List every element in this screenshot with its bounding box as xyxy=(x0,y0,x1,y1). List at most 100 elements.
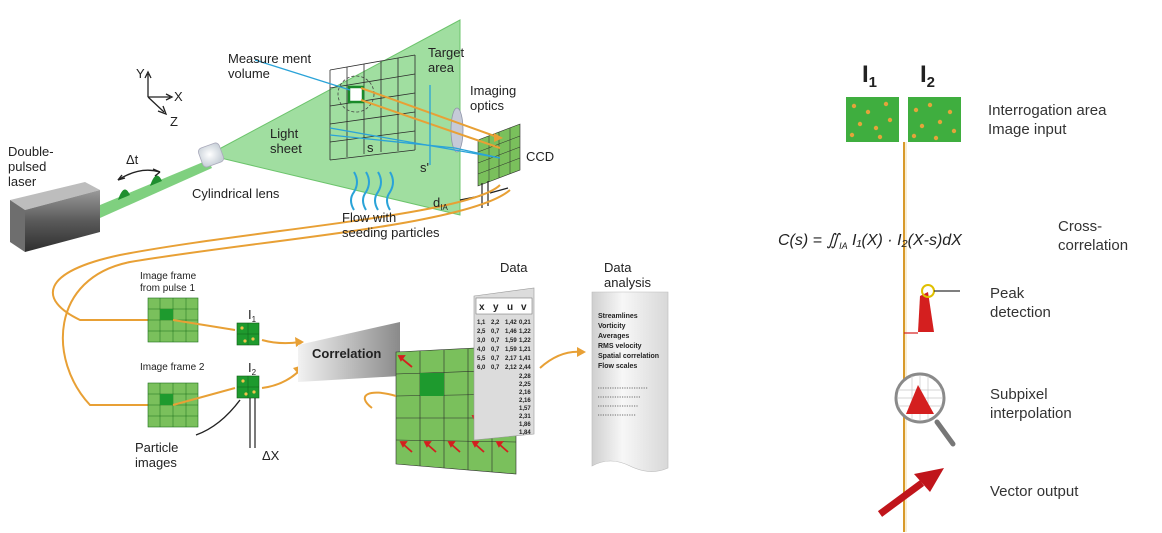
subpixel-magnifier-icon xyxy=(894,372,956,447)
table-cell: 1,46 xyxy=(505,329,517,335)
table-cell: 2,5 xyxy=(477,329,486,335)
pulse-1 xyxy=(118,189,130,200)
i2-label: I2 xyxy=(248,360,257,377)
blue-lines xyxy=(254,59,501,165)
table-cell: 1,1 xyxy=(477,320,486,326)
laser-label-3: laser xyxy=(8,174,37,189)
frame2-label: Image frame 2 xyxy=(140,362,205,373)
particle-images-label-1: Particle xyxy=(135,440,178,455)
peak-detection-icon xyxy=(904,284,960,334)
table-cell-extra: 2,16 xyxy=(519,398,531,404)
s-label: s xyxy=(367,140,374,155)
pulse-2 xyxy=(150,175,162,186)
table-cell: 0,21 xyxy=(519,320,531,326)
interrogation-label-2: Image input xyxy=(988,121,1067,138)
table-header-u: u xyxy=(507,302,513,313)
data-analysis-label-1: Data xyxy=(604,260,632,275)
arrowhead-c1 xyxy=(295,337,304,347)
target-area-label-2: area xyxy=(428,60,455,75)
analysis-dots xyxy=(598,387,648,416)
table-cell-extra: 1,84 xyxy=(519,430,531,436)
axis-y-label: Y xyxy=(136,66,145,81)
correlation-band xyxy=(298,322,400,382)
table-cell-extra: 2,28 xyxy=(519,374,531,380)
table-cell: 2,2 xyxy=(491,320,500,326)
arrowhead-analysis xyxy=(577,347,586,357)
right-i1-label: I1 xyxy=(862,61,877,91)
ccd-label: CCD xyxy=(526,149,554,164)
table-header-x: x xyxy=(479,302,485,313)
frame-to-i-lines xyxy=(172,319,236,406)
imaging-lens xyxy=(450,107,464,153)
table-cell: 1,41 xyxy=(519,356,531,362)
table-cell: 3,0 xyxy=(477,338,486,344)
table-cell-extra: 1,86 xyxy=(519,422,531,428)
axis-z-label: Z xyxy=(170,114,178,129)
delta-t-label: Δt xyxy=(126,152,139,167)
table-cell: 1,59 xyxy=(505,347,517,353)
table-cell: 4,0 xyxy=(477,347,486,353)
light-sheet-label-1: Light xyxy=(270,126,299,141)
measurement-volume-dashed xyxy=(337,75,375,113)
table-cell: 1,42 xyxy=(505,320,517,326)
vector-output-label: Vector output xyxy=(990,483,1079,500)
vector-output-arrow-icon xyxy=(877,468,944,517)
frame1-label-2: from pulse 1 xyxy=(140,283,195,294)
imaging-optics-label-1: Imaging xyxy=(470,83,516,98)
axes xyxy=(144,70,174,116)
table-cell: 1,22 xyxy=(519,329,531,335)
table-cell: 1,59 xyxy=(505,338,517,344)
table-cell: 0,7 xyxy=(491,347,500,353)
table-cell: 0,7 xyxy=(491,338,500,344)
cylindrical-lens-label: Cylindrical lens xyxy=(192,186,280,201)
laser xyxy=(10,182,100,252)
i-to-correlation xyxy=(261,339,301,389)
right-i2-label: I2 xyxy=(920,61,935,91)
interrogation-area-i1 xyxy=(846,97,899,142)
target-area-label-1: Target xyxy=(428,45,465,60)
laser-label-1: Double- xyxy=(8,144,54,159)
data-label: Data xyxy=(500,260,528,275)
peak-label-1: Peak xyxy=(990,285,1025,302)
flow-label-2: seeding particles xyxy=(342,225,440,240)
analysis-item: Streamlines xyxy=(598,313,638,320)
s-prime-label: s' xyxy=(420,160,429,175)
i1-label: I1 xyxy=(248,307,257,324)
flow-arrows xyxy=(350,171,394,211)
frame1-label-1: Image frame xyxy=(140,271,197,282)
cross-correlation-label-1: Cross- xyxy=(1058,218,1102,235)
particle-images-label-2: images xyxy=(135,455,177,470)
analysis-item: Flow scales xyxy=(598,363,637,370)
subpixel-label-2: interpolation xyxy=(990,405,1072,422)
cylindrical-lens xyxy=(197,142,225,168)
delta-x-label: ΔX xyxy=(262,448,280,463)
correlation-label: Correlation xyxy=(312,346,381,361)
table-cell: 0,7 xyxy=(491,356,500,362)
cross-correlation-label-2: correlation xyxy=(1058,237,1128,254)
table-cell-extra: 1,57 xyxy=(519,406,531,412)
ccd-feed-lines xyxy=(52,184,511,406)
analysis-item: Averages xyxy=(598,333,629,340)
flow-label-1: Flow with xyxy=(342,210,396,225)
table-cell: 5,5 xyxy=(477,356,486,362)
table-cell: 2,12 xyxy=(505,365,517,371)
table-cell: 0,7 xyxy=(491,365,500,371)
i2-square xyxy=(236,375,260,399)
imaging-optics-label-2: optics xyxy=(470,98,504,113)
table-cell: 2,17 xyxy=(505,356,517,362)
laser-label-2: pulsed xyxy=(8,159,46,174)
i1-square xyxy=(236,322,260,346)
cross-correlation-formula: C(s) = ∬IA I₁(X) · I₂(X-s)dX xyxy=(778,232,963,251)
analysis-item: Spatial correlation xyxy=(598,353,659,360)
interrogation-area-i2 xyxy=(908,97,961,142)
peak-label-2: detection xyxy=(990,304,1051,321)
table-cell: 1,21 xyxy=(519,347,531,353)
data-to-analysis-arrow xyxy=(539,350,583,369)
interrogation-label-1: Interrogation area xyxy=(988,102,1107,119)
grid-loop-arrow xyxy=(363,391,397,409)
light-sheet-label-2: sheet xyxy=(270,141,302,156)
measurement-volume-label-2: volume xyxy=(228,66,270,81)
